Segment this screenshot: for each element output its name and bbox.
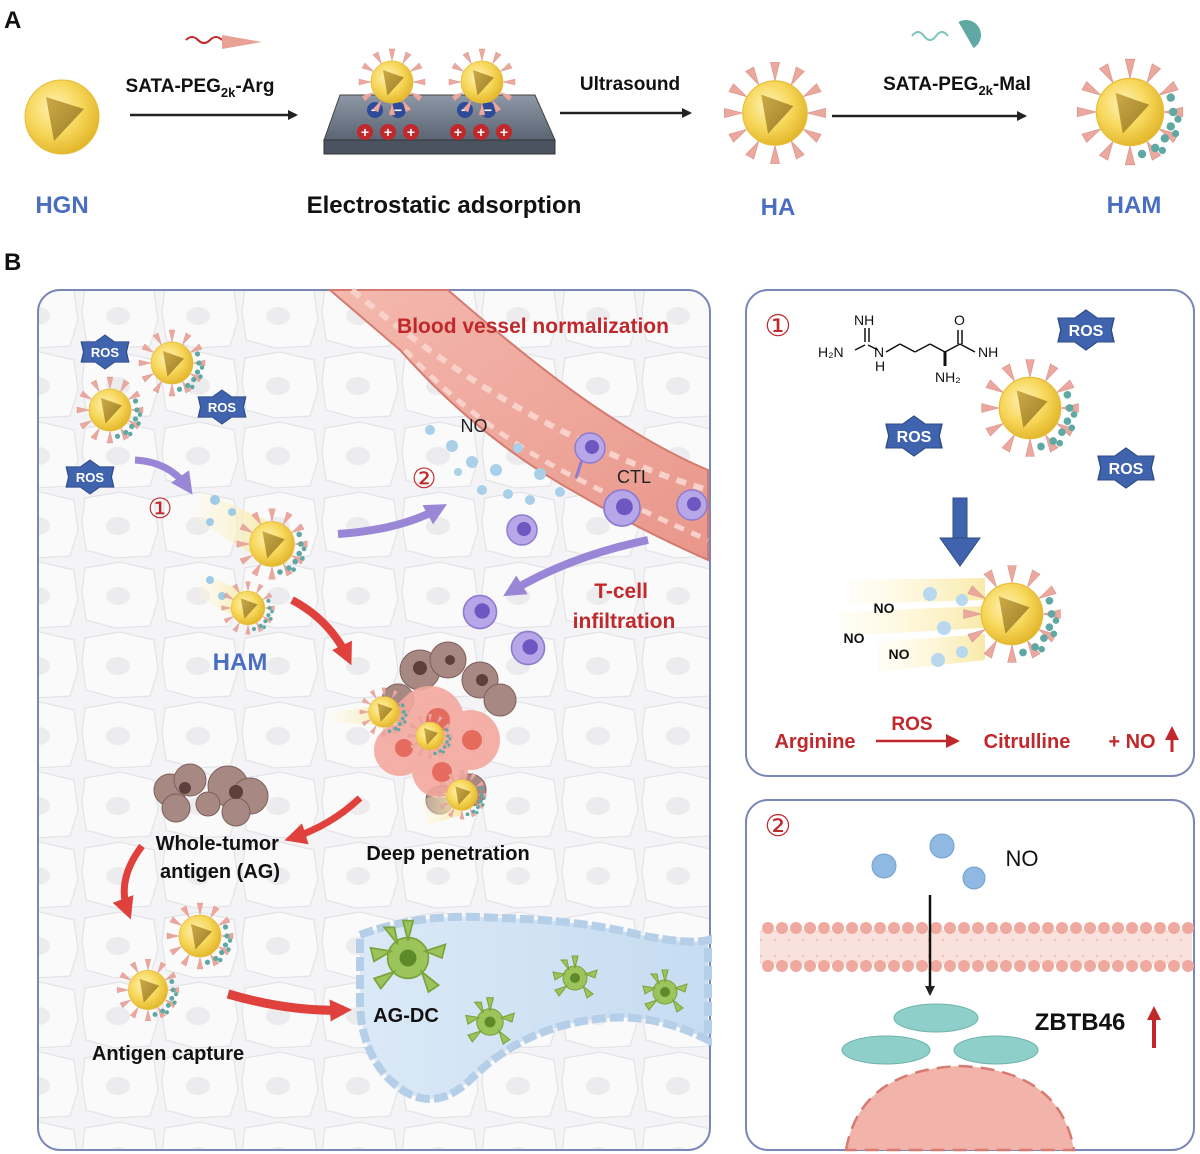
- step1-reagent-label: SATA-PEG2k-Arg: [126, 76, 275, 100]
- purple-arrow: [337, 504, 448, 538]
- hgn-label: HGN: [35, 192, 88, 219]
- ros-label: ROS: [1109, 461, 1144, 478]
- tumor-mass: [330, 641, 517, 825]
- t-cell: [462, 594, 498, 630]
- minus-charge: −: [394, 102, 402, 118]
- ag-dc-label: AG-DC: [373, 1005, 439, 1027]
- adsorption-label: Electrostatic adsorption: [307, 192, 582, 219]
- citrulline-label: Citrulline: [984, 731, 1071, 753]
- plus-charge: +: [500, 124, 508, 140]
- ros-label: ROS: [208, 400, 237, 415]
- no-label-b: NO: [461, 416, 488, 436]
- zbtb46-factor: [841, 1003, 1039, 1065]
- releasing-ham: [195, 490, 307, 634]
- ha-particle: [724, 62, 825, 163]
- inset1-marker: ①: [765, 310, 792, 343]
- ham-label-a: HAM: [1107, 192, 1162, 219]
- purple-arrow: [134, 456, 193, 495]
- no-label-inset2: NO: [1006, 846, 1039, 871]
- plus-charge: +: [454, 124, 462, 140]
- svg-text:H: H: [875, 358, 885, 374]
- red-arrow: [284, 795, 363, 845]
- purple-arrow: [503, 536, 649, 597]
- ultrasound-label: Ultrasound: [580, 74, 680, 95]
- svg-text:NH: NH: [978, 344, 998, 360]
- whole-tumor-antigen: [153, 763, 269, 827]
- red-arrow: [112, 843, 145, 920]
- no-label-inset1: NO: [874, 600, 895, 616]
- t-cell: [506, 514, 538, 546]
- panel-a: A HGN SATA-PEG2k-Arg − − − −: [4, 7, 1183, 221]
- ros-label: ROS: [76, 470, 105, 485]
- inset-2: ② NO: [745, 799, 1195, 1152]
- minus-charge: −: [484, 102, 492, 118]
- plus-charge: +: [407, 124, 415, 140]
- ha-label: HA: [761, 194, 796, 221]
- vessel-title: Blood vessel normalization: [397, 315, 669, 338]
- zbtb46-label: ZBTB46: [1035, 1009, 1126, 1036]
- panel-b-letter: B: [4, 249, 21, 276]
- mal-reagent-icon: [911, 20, 982, 48]
- plus-charge: +: [477, 124, 485, 140]
- no-molecules: [871, 833, 986, 890]
- antigen-capture-label: Antigen capture: [92, 1043, 244, 1065]
- t-cell: [510, 630, 546, 666]
- arginine-structure: [854, 328, 976, 366]
- whole-tumor-antigen-label: Whole-tumor antigen (AG): [156, 833, 285, 883]
- plus-charge: +: [384, 124, 392, 140]
- arg-reagent-icon: [185, 35, 262, 49]
- step3-reagent-label: SATA-PEG2k-Mal: [883, 74, 1031, 98]
- hgn-particle: [24, 79, 100, 155]
- svg-text:NH: NH: [854, 312, 874, 328]
- red-arrow: [290, 596, 352, 666]
- deep-penetration-label: Deep penetration: [366, 843, 529, 865]
- plus-no-label: + NO: [1108, 731, 1155, 753]
- svg-text:NH₂: NH₂: [935, 369, 961, 385]
- t-cell: [603, 489, 641, 527]
- no-molecules: [425, 425, 565, 505]
- adsorption-plate: − − − − + + + + + +: [323, 49, 556, 155]
- inset2-marker: ②: [765, 810, 792, 843]
- ham-label-b: HAM: [213, 649, 268, 676]
- tcell-infiltration-label: T-cell infiltration: [573, 580, 676, 633]
- svg-text:N: N: [874, 344, 884, 360]
- down-arrow: [939, 497, 981, 567]
- svg-text:H₂N: H₂N: [818, 344, 844, 360]
- arginine-labels: NH H₂N N H O NH NH₂: [818, 312, 998, 385]
- no-label-inset1: NO: [889, 646, 910, 662]
- svg-text:O: O: [954, 312, 965, 328]
- step1-marker: ①: [147, 493, 172, 524]
- no-label-inset1: NO: [844, 630, 865, 646]
- no-release: [840, 566, 1060, 672]
- ros-label: ROS: [1069, 323, 1104, 340]
- ctl-label: CTL: [617, 467, 651, 487]
- arginine-label: Arginine: [774, 731, 855, 753]
- step2-marker: ②: [411, 463, 436, 494]
- t-cell: [574, 432, 606, 464]
- red-arrow: [226, 989, 352, 1022]
- panel-a-letter: A: [4, 7, 21, 34]
- plus-charge: +: [361, 124, 369, 140]
- ham-particle: [1077, 59, 1183, 165]
- cell-membrane: [760, 922, 1194, 972]
- ros-label: ROS: [897, 429, 932, 446]
- nucleus: [844, 1064, 1076, 1152]
- ros-label: ROS: [91, 345, 120, 360]
- panel-b-main: Blood vessel normalization ROS ROS ROS ①…: [37, 287, 712, 1151]
- inset-1: ① NH H₂N N H O NH NH₂ ROS ROS ROS: [745, 289, 1195, 777]
- reaction-ros-label: ROS: [891, 714, 932, 735]
- t-cell: [676, 489, 708, 521]
- lymph-vessel: [356, 912, 712, 1103]
